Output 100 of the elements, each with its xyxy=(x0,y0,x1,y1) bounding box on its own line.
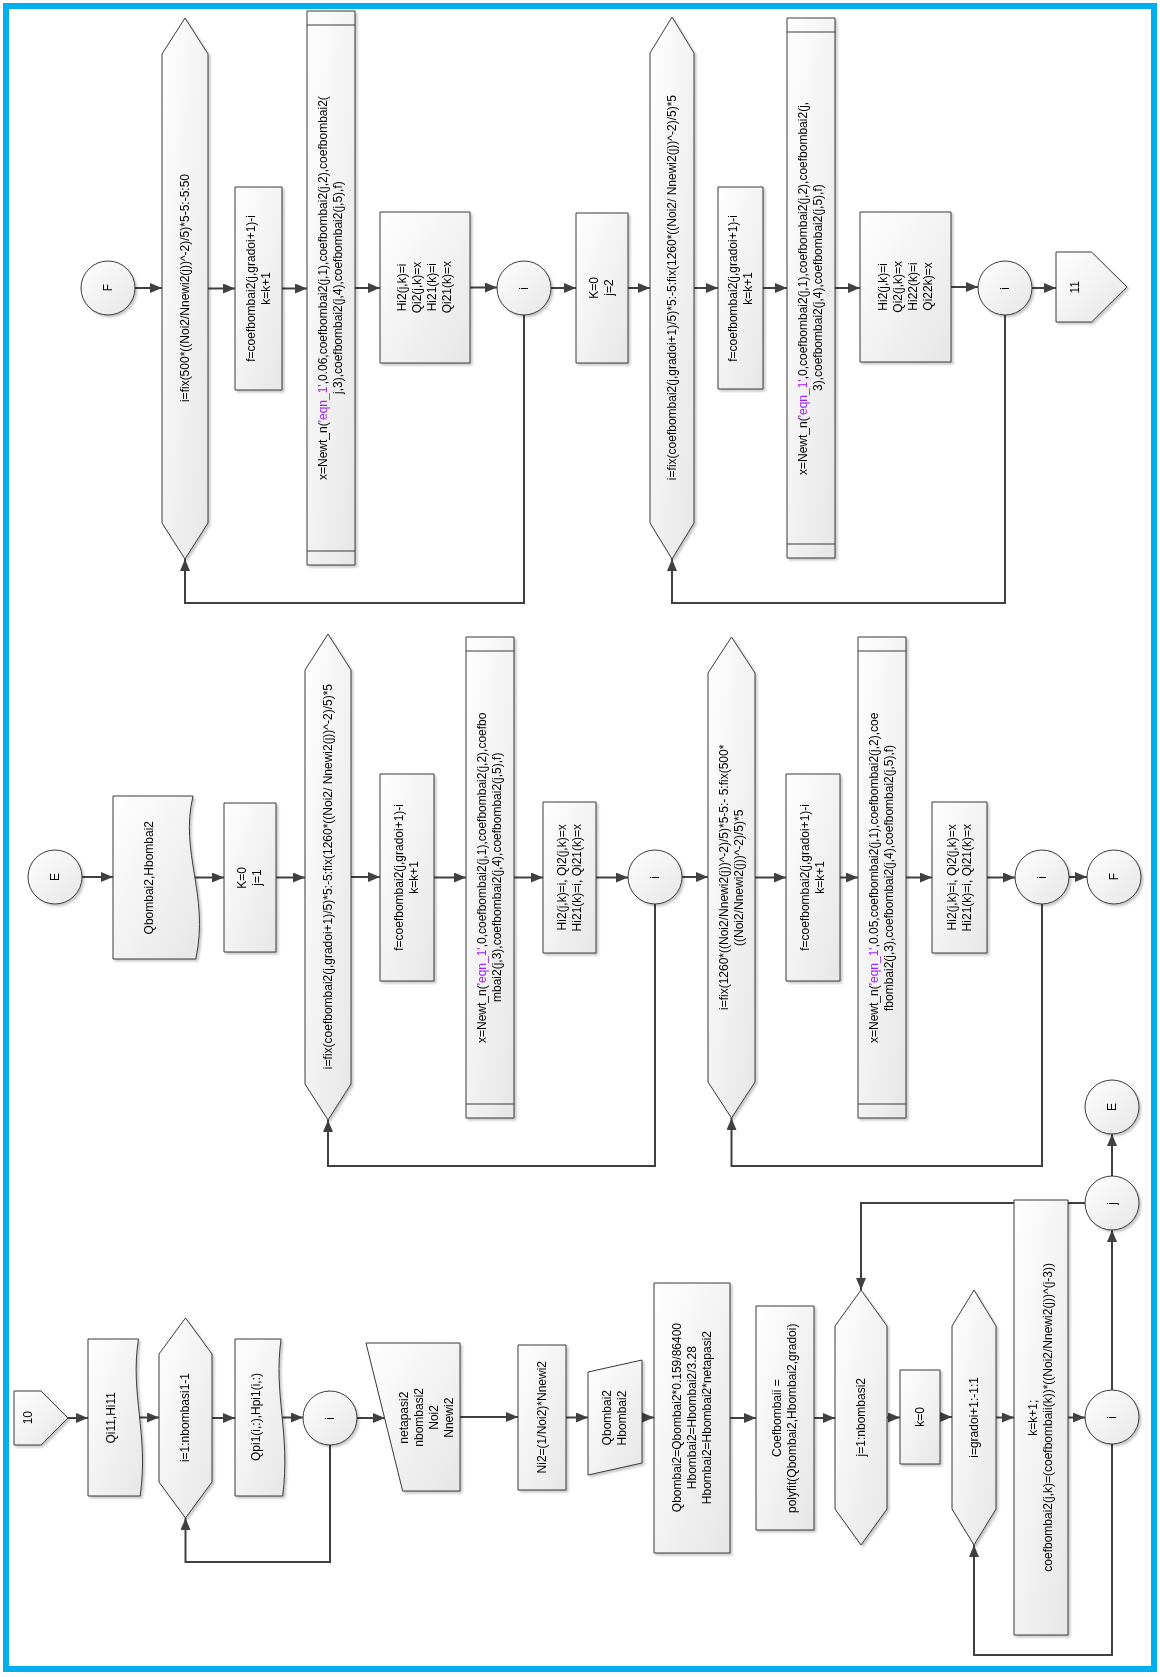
formula-text: i=gradoi+1:-1:1 xyxy=(966,1377,982,1458)
flow-arrow xyxy=(681,872,709,882)
process-box xyxy=(654,1283,730,1553)
loop-hexagon xyxy=(650,17,694,559)
flow-arrow xyxy=(323,903,656,1167)
connector-circle xyxy=(628,850,682,904)
connector-circle xyxy=(81,261,135,315)
formula-text: k=0 xyxy=(912,1407,928,1427)
process-box xyxy=(932,802,987,953)
formula-text: K=0 xyxy=(235,866,250,889)
flow-arrow xyxy=(627,283,651,293)
connector-label: i xyxy=(322,1416,338,1420)
flow-arrow xyxy=(281,283,308,294)
off-page-connector xyxy=(14,1391,68,1445)
formula-text: Hi2(j,k)=i, Qi2(j,k)=x xyxy=(944,823,960,932)
flow-arrow xyxy=(762,283,788,293)
formula-text: Qi21(k)=x xyxy=(440,261,455,314)
formula-text: Qi2(j,k)=x xyxy=(410,261,425,314)
formula-text: k=k+1 xyxy=(258,271,274,307)
connector-label: F xyxy=(1106,873,1122,881)
flow-arrow xyxy=(67,1413,89,1423)
connector-label: i xyxy=(1034,875,1050,879)
flow-arrow xyxy=(1031,283,1057,293)
stored-data-shape xyxy=(88,1339,146,1496)
flow-arrow xyxy=(939,1412,953,1422)
flow-arrow xyxy=(986,872,1016,883)
formula-text: Hi22(k)=i xyxy=(905,261,921,313)
formula-text: K=0 xyxy=(587,277,602,299)
process-box xyxy=(543,802,596,953)
flow-arrow xyxy=(180,1444,331,1563)
flow-arrow xyxy=(667,314,1006,604)
stored-data-shape xyxy=(235,1339,288,1496)
predefined-process-box xyxy=(787,18,835,558)
formula-text: k=k+1 xyxy=(740,270,756,307)
formula-text: i=1:nbombasi1-1 xyxy=(178,1373,193,1463)
flow-arrow xyxy=(207,283,236,294)
flow-arrow xyxy=(729,1413,757,1423)
flow-arrow xyxy=(1107,1133,1117,1177)
flow-arrow xyxy=(1107,1229,1117,1391)
process-box xyxy=(860,212,951,362)
formula-text: i=fix(coefbombai2(j,gradoi+1)/5)*5:-5:fix(1260*((Noi2/ Nnewi2(j))^-2)/5)*5 xyxy=(664,95,680,481)
formula-text: Hi21(k)=i xyxy=(425,262,440,314)
connector-circle xyxy=(978,261,1032,315)
flow-arrow xyxy=(550,283,577,293)
formula-text: j=2 xyxy=(602,278,617,299)
formula-text: Hbombai2=Hbombai2/3.28 xyxy=(684,1345,700,1492)
connector-label: j xyxy=(1104,1201,1120,1205)
flow-arrow xyxy=(134,283,163,293)
formula-text: k=k+1; xyxy=(1026,1398,1041,1438)
formula-text: x=Newt_n('eqn_1',0.06,coefbombai2(j,1),coefbombai2(j,2),coefbombai2( j,3),coefbombai2(j,4),coefbombai2(j,5),f) xyxy=(316,95,346,482)
process-box xyxy=(756,1306,814,1530)
flow-arrow xyxy=(969,1443,1113,1656)
loop-hexagon xyxy=(835,1290,887,1545)
formula-text: Qi22k)=x xyxy=(920,261,936,313)
flow-arrow xyxy=(469,282,498,293)
process-box xyxy=(718,187,763,389)
flow-arrow xyxy=(356,1413,386,1423)
connector-label: i xyxy=(1104,1415,1120,1419)
formula-text: Qbombai2 xyxy=(600,1389,615,1446)
connector-label: F xyxy=(100,284,116,292)
flow-arrow xyxy=(350,872,381,882)
loop-hexagon xyxy=(708,637,755,1118)
formula-text: Noi2 xyxy=(427,1403,443,1432)
formula-text: k=k+1 xyxy=(813,860,828,896)
flow-arrow xyxy=(275,872,306,883)
flow-arrow xyxy=(905,872,933,883)
formula-text: Ni2=(1/Noi2)*Nnewi2 xyxy=(534,1361,550,1474)
formula-text: netapasi2 xyxy=(397,1390,413,1446)
process-box xyxy=(576,213,628,363)
formula-text: k=k+1 xyxy=(407,860,422,896)
process-box xyxy=(380,212,470,363)
formula-text: Coefbombaii = polyfit(Qbombai2,Hbombai2,gradoi) xyxy=(770,1322,800,1515)
connector-circle xyxy=(1085,1176,1139,1230)
flow-arrow xyxy=(138,1412,160,1423)
off-page-connector xyxy=(1056,252,1127,322)
formula-text: coefbombai2(j,k)=(coefbombaii(k))*((Noi2/Nnewi2(j))^(j-3)) xyxy=(1041,1263,1056,1572)
loop-hexagon xyxy=(162,18,208,559)
formula-text: Hbombai2=Hbombai2*netapasi2 xyxy=(699,1330,715,1507)
connector-label: i xyxy=(997,286,1013,290)
predefined-process-box xyxy=(466,637,514,1118)
flow-arrow xyxy=(950,282,979,292)
formula-text: Qi2(j,k)=x xyxy=(890,261,906,313)
connector-circle xyxy=(1015,850,1069,904)
connector-circle xyxy=(303,1391,357,1445)
flow-arrow xyxy=(754,872,787,883)
flow-arrow xyxy=(886,1412,901,1423)
connector-label: 10 xyxy=(21,1411,37,1425)
formula-text: Hbombai2 xyxy=(615,1389,630,1446)
flow-arrow xyxy=(433,872,467,883)
connector-label: i xyxy=(516,286,532,290)
connector-label: i xyxy=(647,875,663,879)
formula-text: Hi21(k)=i, Qi21(k)=x xyxy=(959,823,975,932)
flow-arrow xyxy=(459,1412,519,1422)
formula-text: j=1:nbombasi2 xyxy=(853,1378,869,1457)
flow-arrow xyxy=(354,283,381,293)
formula-text: f=coefbombai2(j,gradoi+1)-i xyxy=(725,214,741,362)
flow-arrow xyxy=(693,283,719,293)
flow-arrow xyxy=(565,1412,589,1423)
manual-input-shape xyxy=(366,1343,460,1491)
connector-circle xyxy=(1085,1390,1139,1444)
